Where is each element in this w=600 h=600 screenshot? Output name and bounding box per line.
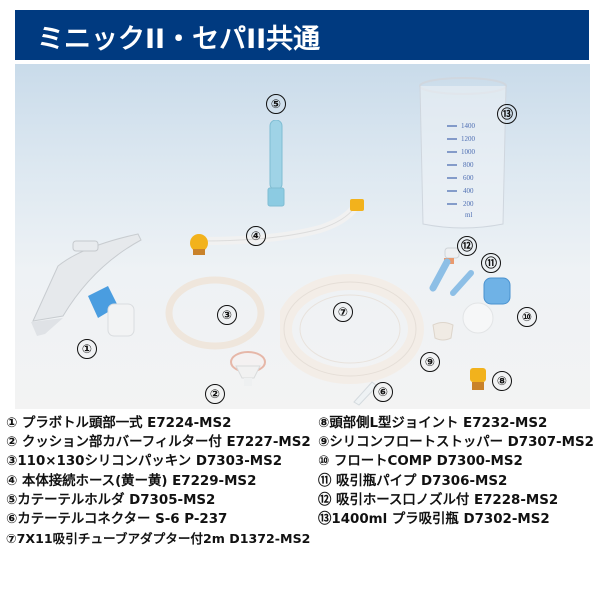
part-item-2: ② クッション部カバーフィルター付 E7227-MS2 (6, 435, 311, 451)
part-item-6: ⑥カテーテルコネクター S-6 P-237 (6, 512, 228, 528)
bottle-head-image (31, 233, 142, 337)
page-title: ミニックII・セパII共通 (37, 24, 321, 55)
product-photo: 1400 1200 1000 800 600 400 200 ml ① ② ③ … (15, 64, 590, 409)
part-item-12: ⑫ 吸引ホース口ノズル付 E7228-MS2 (318, 492, 559, 508)
svg-text:1000: 1000 (461, 148, 476, 156)
callout-6: ⑥ (373, 382, 393, 402)
l-joint-image (470, 368, 486, 390)
suction-bottle-image: 1400 1200 1000 800 600 400 200 ml (419, 77, 507, 229)
callout-12: ⑫ (457, 236, 477, 256)
connection-hose-image (190, 199, 364, 255)
part-item-9: ⑨シリコンフロートストッパー D7307-MS2 (318, 435, 594, 451)
parts-list-left: ① プラボトル頭部一式 E7224-MS2 ② クッション部カバーフィルター付 … (6, 414, 311, 548)
header-banner: ミニックII・セパII共通 (15, 10, 589, 60)
callout-13: ⑬ (497, 104, 517, 124)
callout-11: ⑪ (481, 253, 501, 273)
svg-text:1400: 1400 (461, 122, 476, 130)
suction-bottle-pipe-image (450, 270, 474, 296)
callout-2: ② (205, 384, 225, 404)
float-comp-image (462, 277, 511, 334)
svg-text:400: 400 (463, 187, 474, 195)
part-item-8: ⑧頭部側L型ジョイント E7232-MS2 (318, 416, 548, 431)
part-item-10: ⑩ フロートCOMP D7300-MS2 (318, 454, 523, 470)
callout-5: ⑤ (266, 94, 286, 114)
callout-3: ③ (217, 305, 237, 325)
svg-text:ml: ml (465, 211, 472, 219)
part-item-7: ⑦7X11吸引チューブアダプター付2m D1372-MS2 (6, 531, 311, 547)
svg-text:600: 600 (463, 174, 474, 182)
silicone-packing-image (165, 276, 265, 350)
part-item-4: ④ 本体接続ホース(黄ー黄) E7229-MS2 (6, 473, 257, 489)
svg-text:200: 200 (463, 200, 474, 208)
part-item-11: ⑪ 吸引瓶パイプ D7306-MS2 (318, 473, 508, 489)
callout-9: ⑨ (420, 352, 440, 372)
callout-1: ① (77, 339, 97, 359)
callout-7: ⑦ (333, 302, 353, 322)
float-stopper-image (432, 322, 454, 341)
part-item-1: ① プラボトル頭部一式 E7224-MS2 (6, 416, 232, 431)
cushion-filter-image (230, 351, 266, 386)
part-item-3: ③110×130シリコンパッキン D7303-MS2 (6, 454, 283, 470)
callout-4: ④ (246, 226, 266, 246)
part-item-5: ⑤カテーテルホルダ D7305-MS2 (6, 492, 216, 508)
callout-8: ⑧ (492, 371, 512, 391)
svg-text:1200: 1200 (461, 135, 476, 143)
callout-10: ⑩ (517, 307, 537, 327)
svg-text:800: 800 (463, 161, 474, 169)
suction-tube-image (280, 274, 424, 384)
parts-list-right: ⑧頭部側L型ジョイント E7232-MS2 ⑨シリコンフロートストッパー D73… (318, 414, 594, 529)
catheter-holder-image (267, 120, 285, 207)
part-item-13: ⑬1400ml プラ吸引瓶 D7302-MS2 (318, 512, 550, 528)
